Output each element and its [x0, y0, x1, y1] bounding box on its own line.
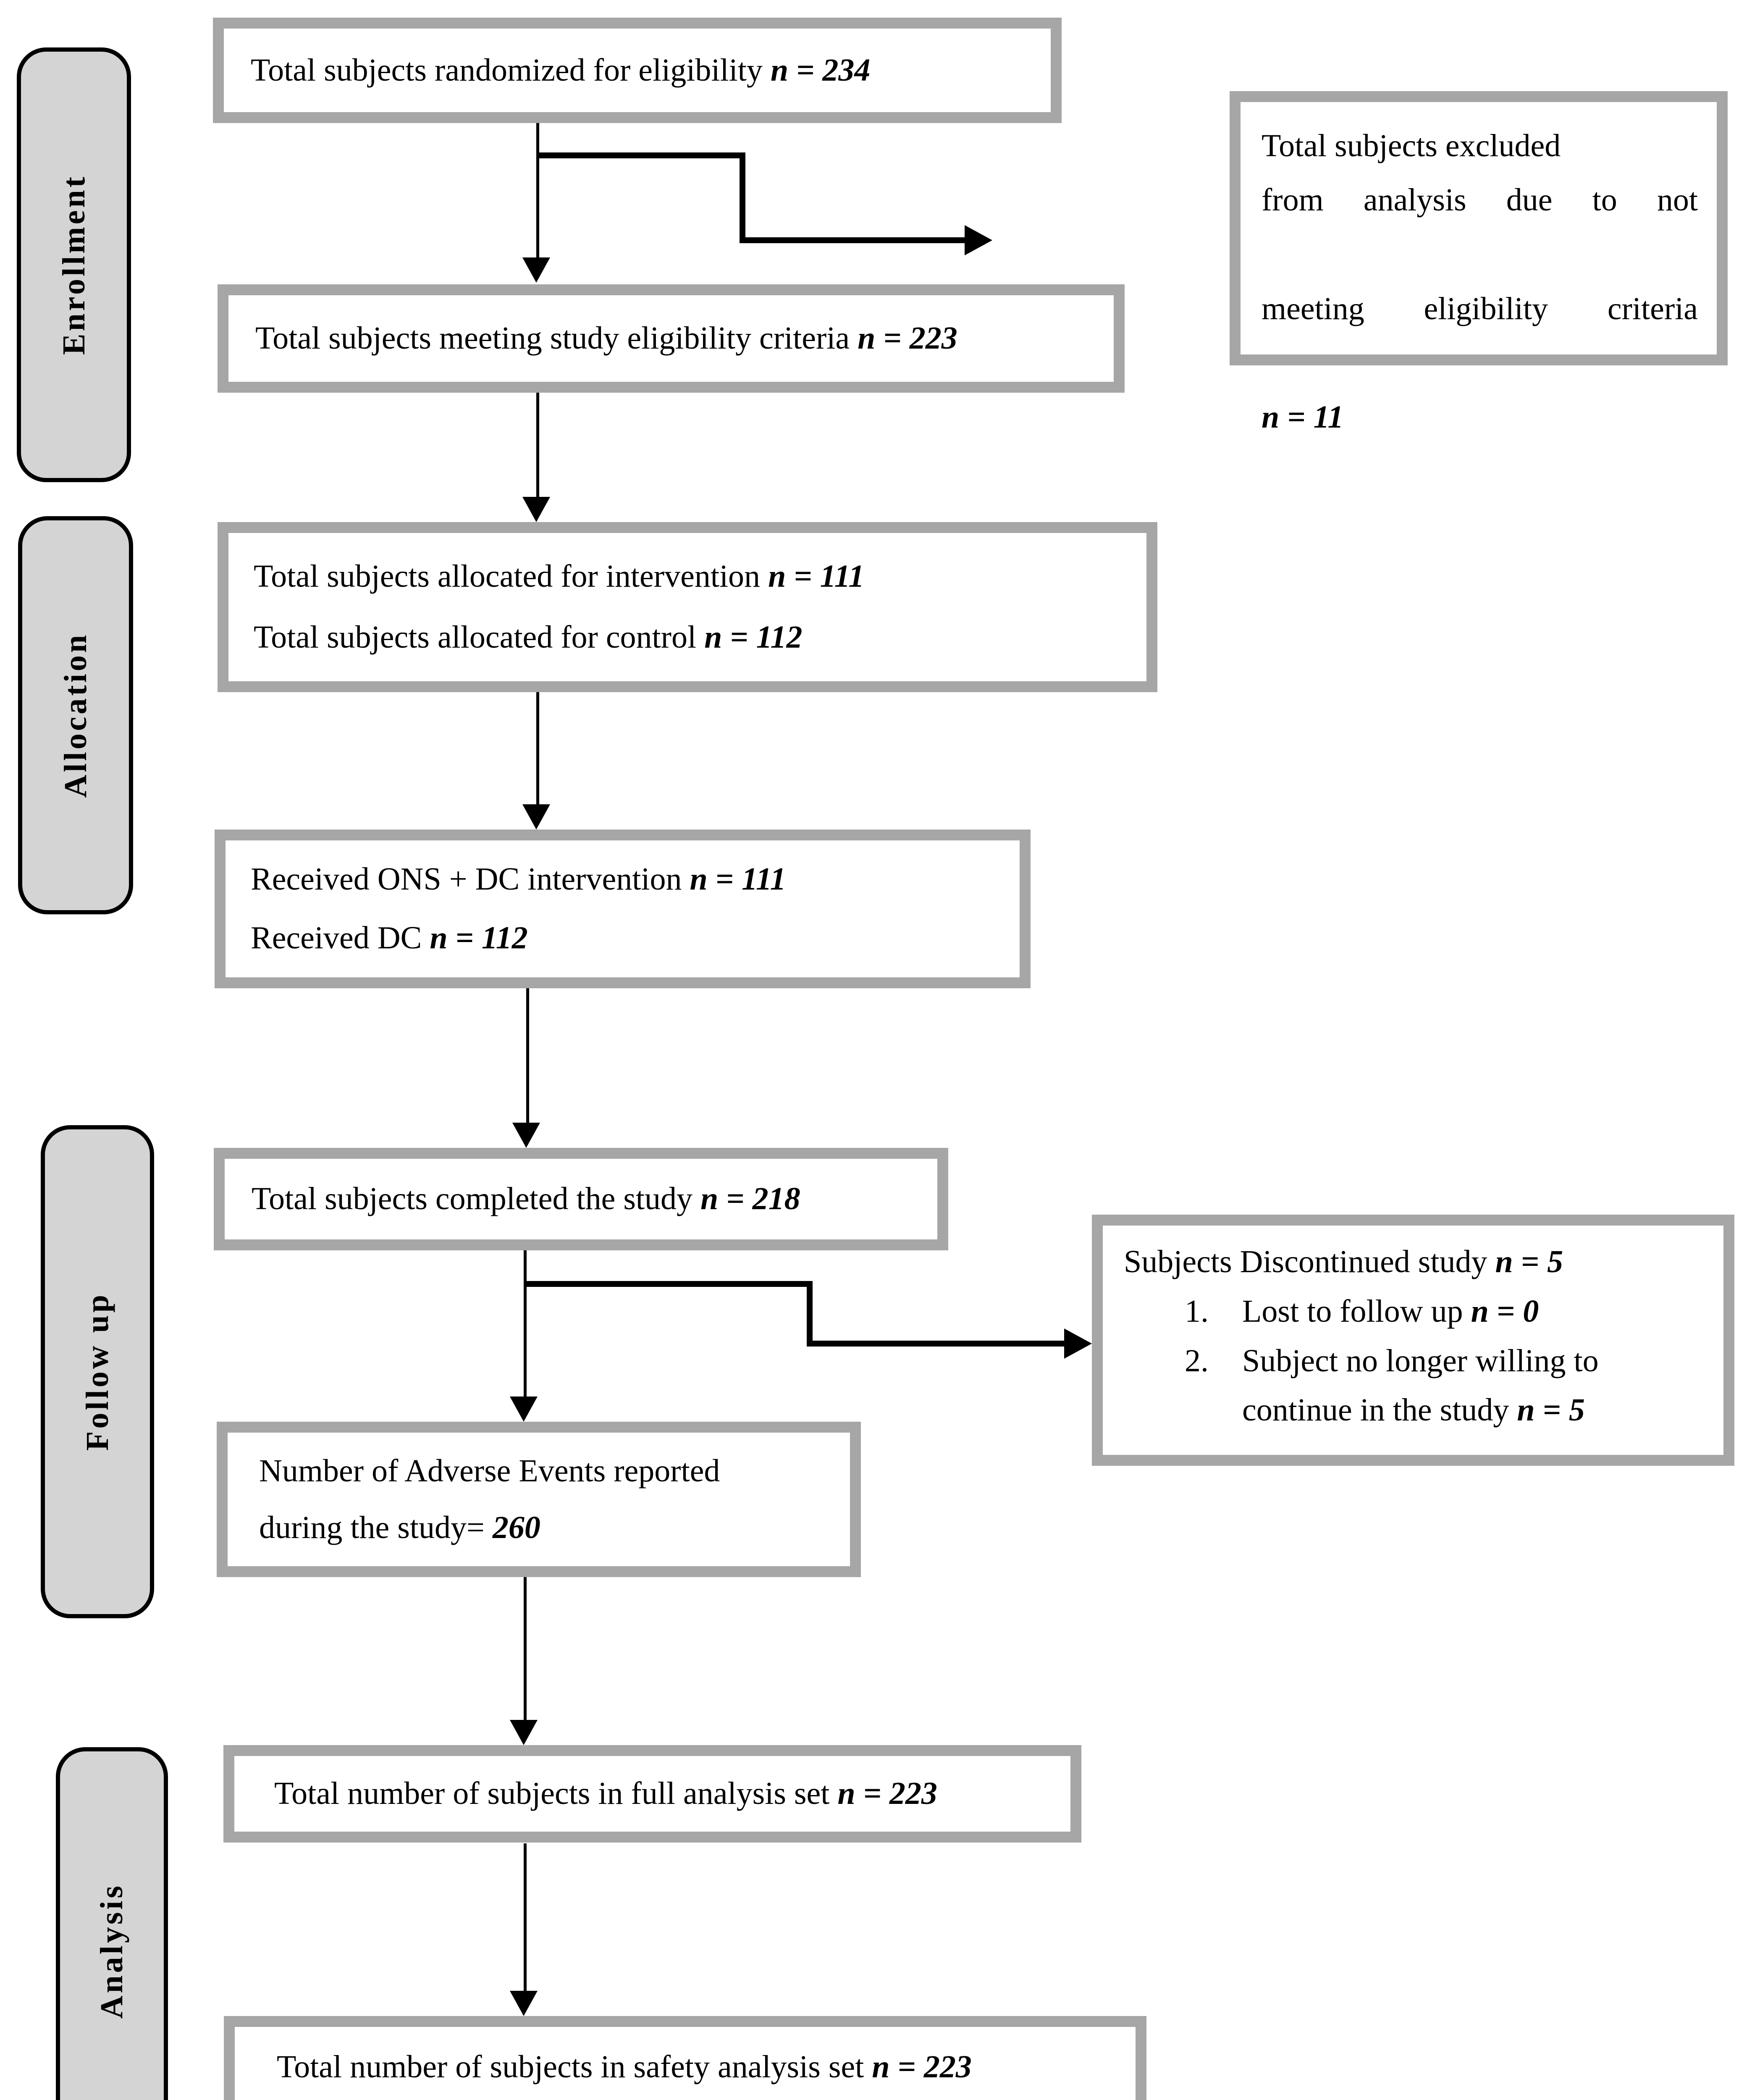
arrowhead-down-icon [510, 1396, 538, 1422]
list-text: Lost to follow up n = 0 [1242, 1293, 1539, 1329]
n-value: n = 223 [858, 320, 957, 356]
n-value: n = 0 [1471, 1293, 1539, 1329]
box-excluded: Total subjects excluded from analysis du… [1230, 91, 1728, 435]
connector-excluded-branch [740, 237, 965, 243]
box-adverse-events: Number of Adverse Events reported during… [217, 1422, 861, 1577]
discontinued-item: 2. Subject no longer willing to continue… [1124, 1336, 1707, 1436]
box-meeting-text: Total subjects meeting study eligibility… [255, 320, 957, 356]
stage-label-followup: Follow up [41, 1125, 154, 1618]
arrowhead-down-icon [522, 497, 550, 522]
box-randomized: Total subjects randomized for eligibilit… [213, 18, 1062, 123]
n-value: 260 [492, 1509, 540, 1545]
stage-label-text: Enrollment [56, 174, 92, 355]
received-line: Received DC n = 112 [251, 920, 528, 956]
discontinued-title: Subjects Discontinued study n = 5 [1124, 1244, 1563, 1279]
connector-discontinued-branch [807, 1341, 1064, 1347]
received-line: Received ONS + DC intervention n = 111 [251, 861, 786, 897]
connector-excluded-branch [740, 152, 745, 243]
stage-label-allocation: Allocation [18, 516, 133, 914]
connector-discontinued-branch [807, 1281, 813, 1347]
box-full-analysis: Total number of subjects in full analysi… [223, 1745, 1081, 1843]
n-value: n = 111 [768, 559, 865, 594]
box-allocation: Total subjects allocated for interventio… [218, 522, 1157, 692]
list-number: 1. [1185, 1293, 1209, 1329]
stage-label-enrollment: Enrollment [17, 47, 131, 482]
adverse-line: Number of Adverse Events reported [259, 1453, 720, 1488]
box-received-text: Received ONS + DC intervention n = 111 R… [226, 840, 1020, 977]
connector-received-completed [526, 988, 529, 1124]
discontinued-item: 1. Lost to follow up n = 0 [1124, 1287, 1707, 1336]
connector-allocation-received [536, 692, 539, 806]
box-safety-analysis-text: Total number of subjects in safety analy… [277, 2049, 972, 2084]
n-value: n = 218 [700, 1181, 800, 1217]
connector-randomized-meeting [536, 123, 539, 262]
n-value: n = 234 [770, 52, 871, 88]
excluded-line: Total subjects excluded [1262, 128, 1561, 163]
arrowhead-down-icon [512, 1123, 540, 1148]
arrowhead-down-icon [510, 1991, 538, 2016]
connector-full-safety [524, 1843, 527, 1991]
box-excluded-text: Total subjects excluded from analysis du… [1241, 102, 1717, 444]
box-meeting-eligibility: Total subjects meeting study eligibility… [218, 284, 1125, 393]
allocation-line: Total subjects allocated for interventio… [254, 559, 865, 594]
n-value: n = 111 [690, 861, 786, 897]
box-full-analysis-text: Total number of subjects in full analysi… [274, 1776, 937, 1811]
allocation-line: Total subjects allocated for control n =… [254, 620, 803, 655]
box-safety-analysis: Total number of subjects in safety analy… [224, 2016, 1146, 2100]
connector-meeting-allocation [536, 393, 539, 500]
box-randomized-text: Total subjects randomized for eligibilit… [251, 52, 871, 88]
box-completed-text: Total subjects completed the study n = 2… [252, 1181, 800, 1217]
stage-label-text: Follow up [79, 1292, 115, 1451]
arrowhead-right-icon [965, 225, 992, 255]
n-value: n = 11 [1262, 399, 1344, 435]
n-value: n = 223 [837, 1776, 937, 1811]
arrowhead-down-icon [522, 804, 550, 830]
box-discontinued-text: Subjects Discontinued study n = 5 1. Los… [1103, 1226, 1723, 1435]
stage-label-text: Analysis [94, 1883, 129, 2019]
excluded-line: from analysis due to not [1262, 182, 1698, 218]
box-discontinued: Subjects Discontinued study n = 5 1. Los… [1092, 1215, 1734, 1466]
list-text: Subject no longer willing to continue in… [1242, 1343, 1599, 1428]
connector-completed-adverse [524, 1250, 527, 1396]
n-value: n = 223 [872, 2049, 972, 2084]
n-value: n = 5 [1495, 1244, 1563, 1279]
connector-discontinued-branch [525, 1281, 813, 1287]
stage-label-text: Allocation [58, 633, 93, 798]
excluded-line: meeting eligibility criteria [1262, 291, 1698, 326]
adverse-line: during the study= 260 [259, 1509, 540, 1545]
arrowhead-right-icon [1064, 1328, 1092, 1359]
box-received: Received ONS + DC intervention n = 111 R… [215, 830, 1031, 988]
n-value: n = 112 [430, 920, 528, 956]
connector-adverse-full [524, 1577, 527, 1720]
box-completed: Total subjects completed the study n = 2… [214, 1148, 948, 1250]
stage-label-analysis: Analysis [56, 1747, 168, 2100]
n-value: n = 112 [704, 620, 803, 655]
arrowhead-down-icon [522, 257, 550, 283]
box-allocation-text: Total subjects allocated for interventio… [228, 533, 1146, 681]
arrowhead-down-icon [510, 1720, 538, 1745]
n-value: n = 5 [1517, 1392, 1585, 1428]
box-adverse-text: Number of Adverse Events reported during… [228, 1433, 850, 1566]
list-number: 2. [1185, 1343, 1209, 1378]
connector-excluded-branch [538, 152, 745, 158]
